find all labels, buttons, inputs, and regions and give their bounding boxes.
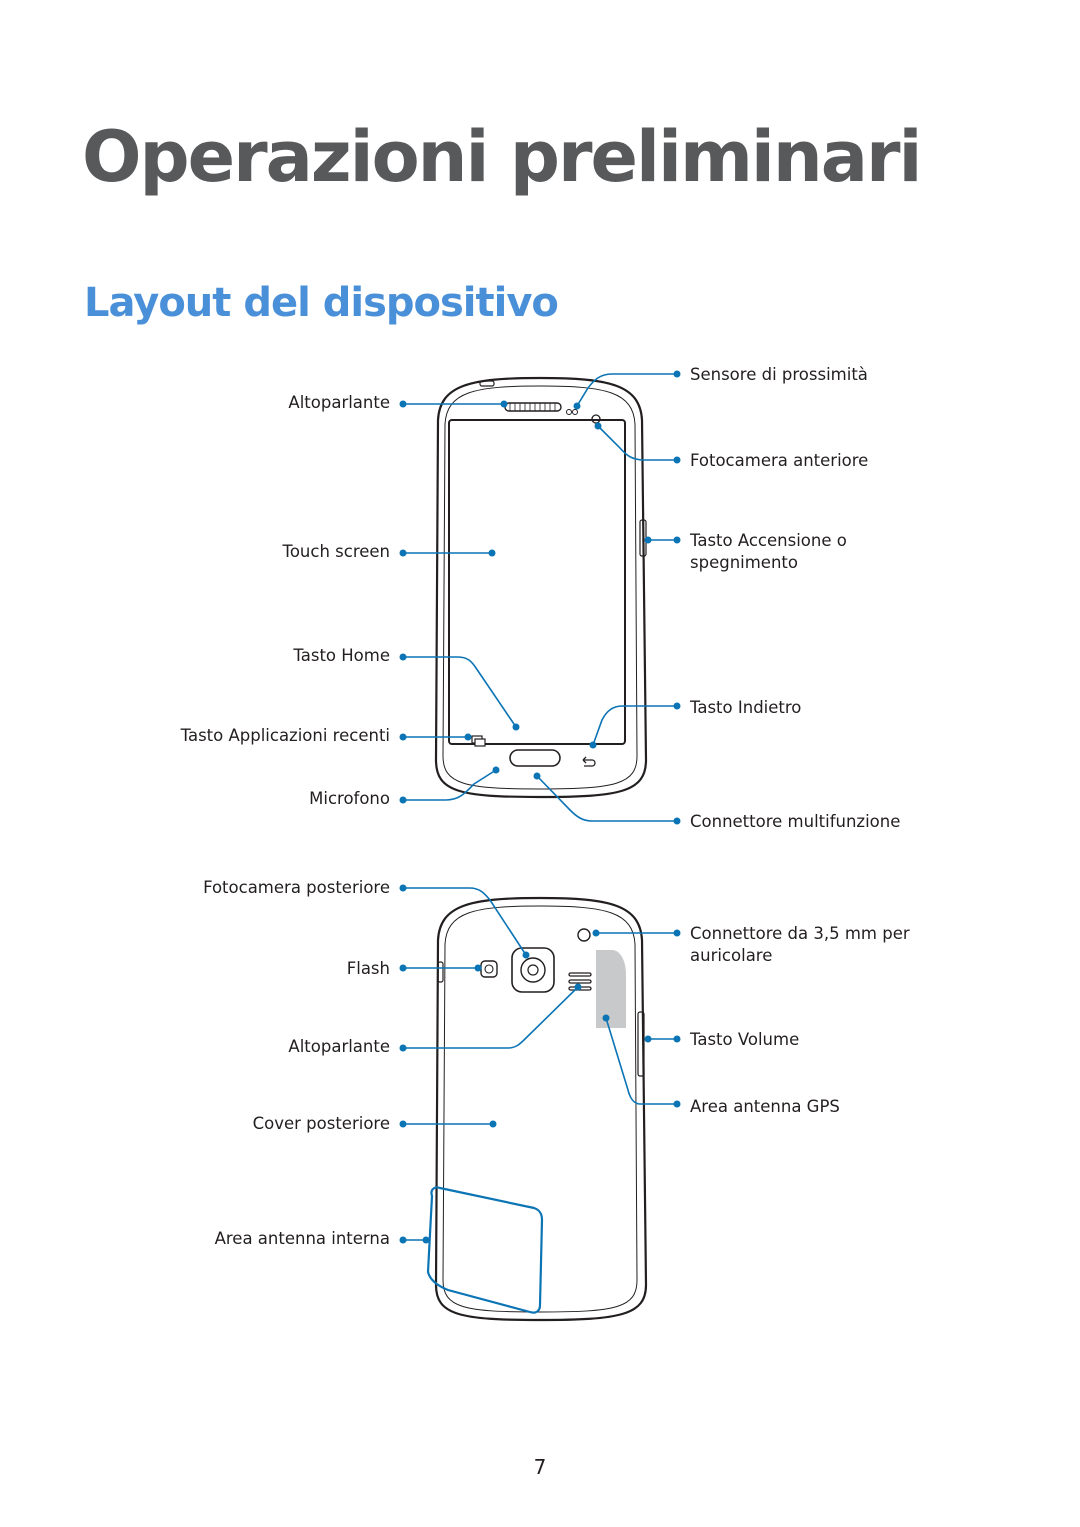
label-power-key-line2: spegnimento	[690, 553, 798, 572]
callout-lines	[403, 373, 677, 1241]
label-touch-screen: Touch screen	[282, 542, 390, 561]
label-rear-camera: Fotocamera posteriore	[203, 878, 390, 897]
label-speaker-back: Altoparlante	[288, 1037, 390, 1056]
page-number: 7	[533, 1455, 547, 1479]
label-headset-jack-line1: Connettore da 3,5 mm per	[690, 924, 910, 943]
label-back-cover: Cover posteriore	[252, 1114, 390, 1133]
label-multipurpose-jack: Connettore multifunzione	[690, 812, 901, 831]
label-front-camera: Fotocamera anteriore	[690, 451, 869, 470]
section-title: Layout del dispositivo	[84, 280, 559, 326]
label-internal-antenna: Area antenna interna	[214, 1229, 390, 1248]
label-headset-jack-line2: auricolare	[690, 946, 773, 965]
label-power-key-line1: Tasto Accensione o	[690, 531, 847, 550]
label-volume-key: Tasto Volume	[690, 1030, 800, 1049]
internal-antenna-outline	[426, 1186, 544, 1314]
label-flash: Flash	[346, 959, 390, 978]
callout-dots	[399, 370, 681, 1244]
chapter-title: Operazioni preliminari	[82, 116, 922, 198]
label-recent-apps-key: Tasto Applicazioni recenti	[180, 726, 390, 745]
label-speaker-front: Altoparlante	[288, 393, 390, 412]
label-home-key: Tasto Home	[293, 646, 390, 665]
label-back-key: Tasto Indietro	[690, 698, 802, 717]
label-gps-antenna: Area antenna GPS	[690, 1097, 840, 1116]
label-microphone: Microfono	[309, 789, 390, 808]
label-proximity-sensor: Sensore di prossimità	[690, 365, 868, 384]
